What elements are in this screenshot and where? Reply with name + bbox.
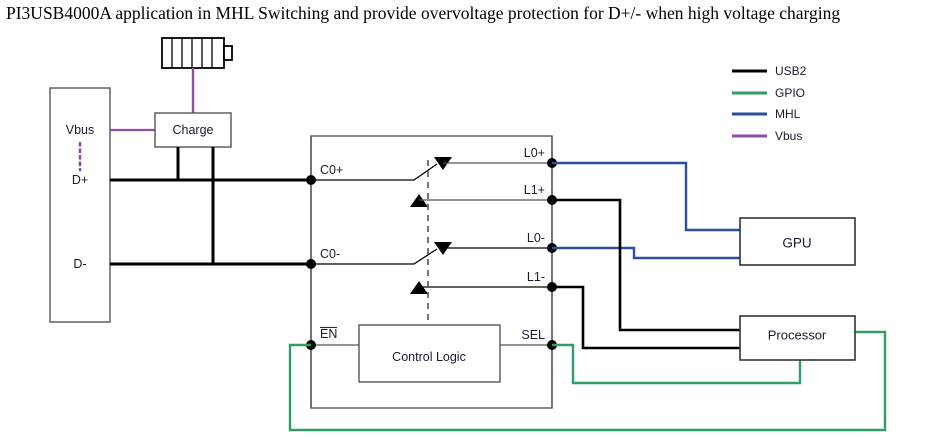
- battery-icon: [161, 37, 233, 69]
- ic-pin-label-c0plus: C0+: [320, 163, 344, 177]
- legend-label-mhl: MHL: [775, 107, 801, 121]
- charge-block: [154, 112, 232, 148]
- processor-block: [739, 315, 856, 361]
- gpu-block: [739, 217, 856, 266]
- ic-pin-label-l0plus: L0+: [523, 146, 545, 160]
- ic-pin-label-sel: SEL: [521, 328, 545, 342]
- gpu-block-label: GPU: [782, 235, 812, 251]
- pin-dot-c0minus: [306, 259, 316, 269]
- ic-pin-label-en-text: EN: [320, 326, 338, 341]
- wire-gpio-sel-to-processor: [552, 343, 802, 385]
- wire-gpio-en-to-processor: [288, 330, 887, 432]
- ic-pin-label-l1minus: L1-: [526, 270, 545, 284]
- wire-usb2-l1plus-to-processor: [552, 198, 740, 332]
- wire-mhl-l0plus-to-gpu: [552, 161, 740, 232]
- ic-switch-arm-c0plus: [311, 163, 438, 181]
- ic-pin-label-c0minus: C0-: [320, 247, 341, 261]
- charge-block-label: Charge: [172, 123, 214, 137]
- processor-block-label: Processor: [767, 327, 827, 343]
- page-title: PI3USB4000A application in MHL Switching…: [6, 3, 841, 23]
- wire-mhl-l0minus-to-gpu: [552, 246, 740, 260]
- legend-label-vbus: Vbus: [775, 129, 803, 143]
- usb-connector-block: [49, 87, 111, 323]
- control-logic-label: Control Logic: [392, 350, 466, 364]
- ic-pin-label-l0minus: L0-: [526, 231, 545, 245]
- ic-pin-label-l1plus: L1+: [523, 183, 545, 197]
- connector-pin-label-vbus: Vbus: [65, 123, 95, 137]
- ic-pin-label-en: EN: [320, 326, 338, 341]
- control-logic-block: [358, 324, 501, 383]
- wire-usb2-l1minus-to-processor: [552, 285, 740, 350]
- legend-label-usb2: USB2: [775, 64, 807, 78]
- ic-switch-arm-c0minus: [311, 248, 438, 265]
- legend-label-gpio: GPIO: [775, 86, 806, 100]
- connector-pin-label-dplus: D+: [71, 173, 89, 187]
- pin-dot-c0plus: [306, 175, 316, 185]
- connector-pin-label-dminus: D-: [73, 257, 87, 271]
